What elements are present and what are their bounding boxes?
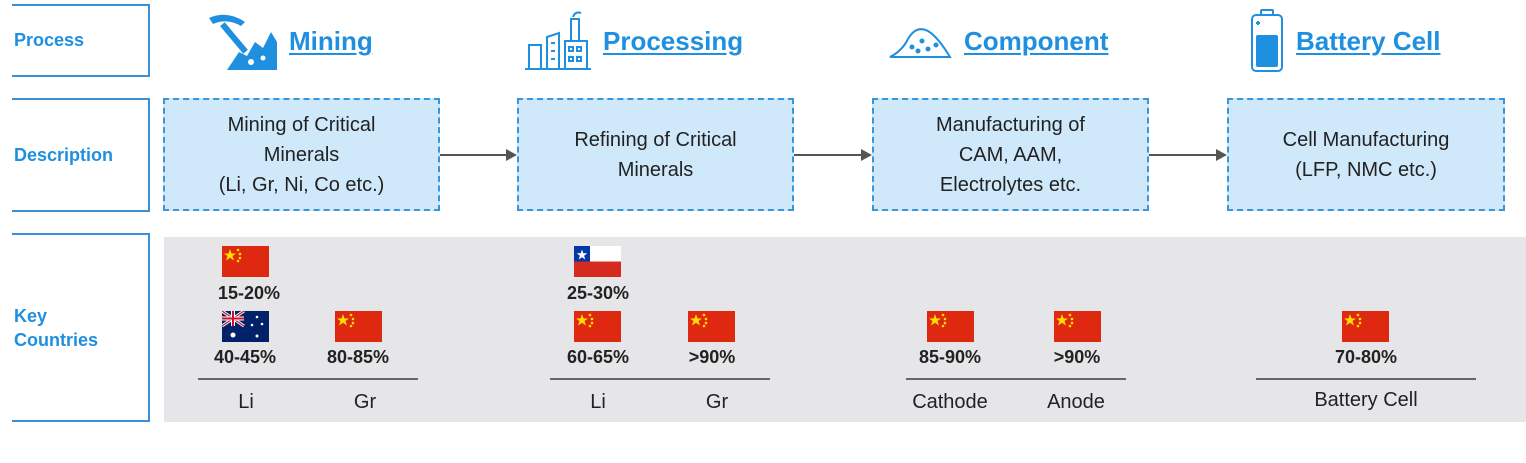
divider-mining xyxy=(198,378,418,380)
description-label: Description xyxy=(14,144,114,165)
arrow-component-to-battery-cell xyxy=(1149,149,1227,161)
flag-china-icon xyxy=(335,311,382,342)
flag-china-icon xyxy=(927,311,974,342)
share-china-cathode: 85-90% xyxy=(918,347,982,367)
desc-box-mining: Mining of Critical Minerals (Li, Gr, Ni,… xyxy=(163,98,440,211)
key-countries-panel xyxy=(164,237,1526,422)
share-australia-mining-li: 40-45% xyxy=(213,347,277,367)
flag-china-icon xyxy=(222,246,269,277)
flag-china-icon xyxy=(1054,311,1101,342)
stage-title-processing[interactable]: Processing xyxy=(603,25,744,56)
arrow-processing-to-component xyxy=(794,149,872,161)
flag-chile-icon xyxy=(574,246,621,277)
stage-title-mining[interactable]: Mining xyxy=(289,25,373,56)
share-china-processing-gr: >90% xyxy=(688,347,736,367)
material-label-li: Li xyxy=(590,391,606,413)
share-china-anode: >90% xyxy=(1053,347,1101,367)
stage-battery-cell: Battery Cell xyxy=(1250,9,1441,73)
stage-mining: Mining xyxy=(205,10,373,72)
flag-china-icon xyxy=(574,311,621,342)
share-chile-processing-li: 25-30% xyxy=(566,283,630,303)
mining-pickaxe-icon xyxy=(205,12,277,70)
divider-component xyxy=(906,378,1126,380)
battery-icon xyxy=(1250,9,1284,73)
factory-icon xyxy=(525,11,591,71)
desc-box-component: Manufacturing of CAM, AAM, Electrolytes … xyxy=(872,98,1149,211)
row-label-process: Process xyxy=(12,4,150,77)
material-label-battery-cell: Battery Cell xyxy=(1314,389,1418,411)
material-label-li: Li xyxy=(238,391,254,413)
flag-china-icon xyxy=(688,311,735,342)
material-label-cathode: Cathode xyxy=(912,391,988,413)
desc-text-processing: Refining of Critical Minerals xyxy=(574,128,737,181)
desc-text-mining: Mining of Critical Minerals (Li, Gr, Ni,… xyxy=(218,113,385,196)
key-countries-label: Key Countries xyxy=(14,305,99,350)
divider-battery-cell xyxy=(1256,378,1476,380)
share-china-mining-li: 15-20% xyxy=(217,283,281,303)
powder-pile-icon xyxy=(888,21,952,61)
arrow-mining-to-processing xyxy=(440,149,517,161)
material-label-anode: Anode xyxy=(1047,391,1105,413)
stage-component: Component xyxy=(888,10,1108,72)
share-china-battery-cell: 70-80% xyxy=(1334,347,1398,367)
desc-box-battery-cell: Cell Manufacturing (LFP, NMC etc.) xyxy=(1227,98,1505,211)
share-china-mining-gr: 80-85% xyxy=(326,347,390,367)
material-label-gr: Gr xyxy=(353,391,377,413)
flag-china-icon xyxy=(1342,311,1389,342)
process-label: Process xyxy=(14,30,85,50)
stage-title-component[interactable]: Component xyxy=(964,25,1109,56)
stage-title-battery-cell[interactable]: Battery Cell xyxy=(1296,25,1441,56)
divider-processing xyxy=(550,378,770,380)
desc-text-component: Manufacturing of CAM, AAM, Electrolytes … xyxy=(936,113,1085,196)
row-label-key-countries: Key Countries xyxy=(12,233,150,422)
row-label-description: Description xyxy=(12,98,150,212)
material-label-gr: Gr xyxy=(705,391,729,413)
stage-processing: Processing xyxy=(525,10,743,72)
desc-box-processing: Refining of Critical Minerals xyxy=(517,98,794,211)
share-china-processing-li: 60-65% xyxy=(566,347,630,367)
flag-australia-icon xyxy=(222,311,269,342)
desc-text-battery-cell: Cell Manufacturing (LFP, NMC etc.) xyxy=(1282,128,1450,181)
